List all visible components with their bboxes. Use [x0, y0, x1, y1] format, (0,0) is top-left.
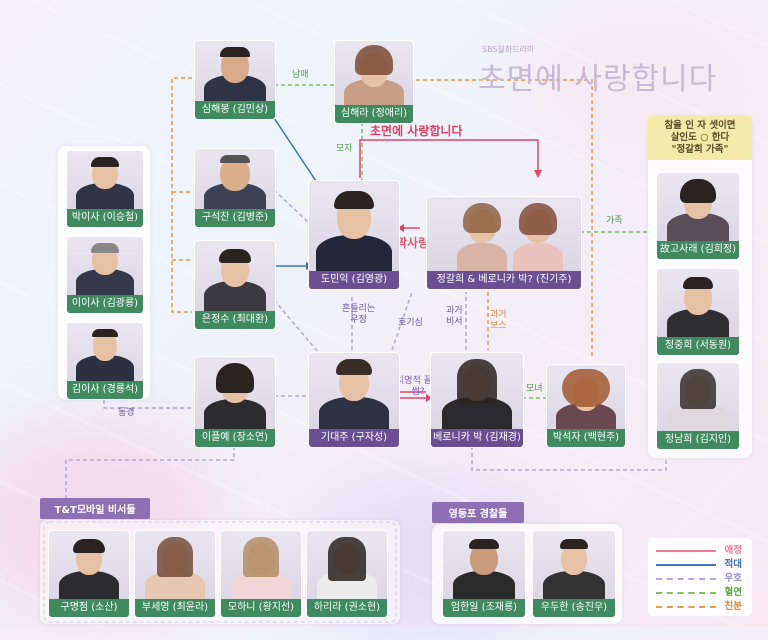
- curiosity-label: 호기심: [398, 318, 423, 328]
- character-card-park-seokja[interactable]: 박석자 (백현주): [546, 364, 626, 448]
- character-card-eom-hanil[interactable]: 엄한일 (조재룡): [442, 530, 526, 618]
- character-card-lee-isa[interactable]: 이이사 (김광룡): [66, 236, 144, 314]
- character-name: 이플예 (장소연): [195, 429, 275, 447]
- crush-label: 짝사랑: [396, 236, 430, 250]
- character-card-gu-myeongjeom[interactable]: 구명점 (소산): [48, 530, 130, 618]
- character-card-jeong-galhui[interactable]: 정갈희 & 베로니카 박? (진기주): [426, 196, 582, 290]
- character-card-bu-saeyeong[interactable]: 부세영 (최윤라): [134, 530, 216, 618]
- family-group-tag: 참을 인 자 셋이면 살인도 ○ 한다 "정갈희 가족": [648, 116, 752, 160]
- character-card-jeong-namhui[interactable]: 정남희 (김지인): [656, 362, 740, 450]
- character-name: 부세영 (최윤라): [135, 599, 215, 617]
- legend-item: 친분: [654, 600, 746, 614]
- ex-boss-label: 과거 보스: [490, 310, 507, 331]
- character-name: 은정수 (최대환): [195, 311, 275, 329]
- character-card-lee-pilrye[interactable]: 이플예 (장소연): [194, 356, 276, 448]
- character-name: 엄한일 (조재룡): [443, 599, 525, 617]
- character-name: 구명점 (소산): [49, 599, 129, 617]
- police-group-tag: 영등포 경찰들: [432, 502, 524, 523]
- character-name: 정갈희 & 베로니카 박? (진기주): [427, 271, 581, 289]
- character-name: 이이사 (김광룡): [67, 295, 143, 313]
- character-card-sim-haebong[interactable]: 심해봉 (김민상): [194, 40, 276, 120]
- character-name: 박이사 (이승철): [67, 209, 143, 227]
- mother-daughter-label: 모녀: [526, 384, 543, 394]
- character-name: 김이사 (경룡석): [67, 381, 143, 399]
- character-name: 도민익 (김영광): [309, 271, 399, 289]
- character-name: 구석찬 (김병준): [195, 209, 275, 227]
- legend: 애정 적대 우호 혈연 친분: [648, 538, 752, 616]
- character-card-do-mineok[interactable]: 도민익 (김영광): [308, 180, 400, 290]
- character-name: 심해봉 (김민상): [195, 101, 275, 119]
- network-label: SBS월화드라마: [482, 45, 535, 54]
- legend-item: 적대: [654, 558, 746, 572]
- character-name: 하리라 (권소현): [307, 599, 387, 617]
- character-name: 기대주 (구자성): [309, 429, 399, 447]
- mother-son-label: 모자: [336, 144, 353, 154]
- character-card-mo-hani[interactable]: 모하니 (황지선): [220, 530, 302, 618]
- character-name: 故고사래 (김희정): [657, 241, 739, 259]
- character-card-kim-isa[interactable]: 김이사 (경룡석): [66, 322, 144, 400]
- character-name: 정남희 (김지인): [657, 431, 739, 449]
- admiration-label: 동경: [118, 408, 135, 418]
- character-name: 정중희 (서동원): [657, 337, 739, 355]
- character-name: 박석자 (백현주): [547, 429, 625, 447]
- family-label: 가족: [606, 216, 623, 226]
- character-card-park-isa[interactable]: 박이사 (이승철): [66, 150, 144, 228]
- character-card-gu-seokchan[interactable]: 구석찬 (김병준): [194, 148, 276, 228]
- character-card-veronica[interactable]: 베로니카 박 (김재경): [430, 352, 524, 448]
- character-name: 심해라 (정애리): [335, 105, 413, 123]
- character-card-gi-daeju[interactable]: 기대주 (구자성): [308, 352, 400, 448]
- wavering-friendship-label: 흔들리는 우정: [342, 304, 376, 325]
- character-card-sim-haera[interactable]: 심해라 (정애리): [334, 40, 414, 124]
- character-card-ha-ria[interactable]: 하리라 (권소현): [306, 530, 388, 618]
- character-card-u-duhan[interactable]: 우두한 (송진우): [532, 530, 616, 618]
- legend-item: 혈연: [654, 586, 746, 600]
- show-title: 초면에 사랑합니다: [478, 62, 718, 97]
- character-name: 우두한 (송진우): [533, 599, 615, 617]
- legend-item: 애정: [654, 544, 746, 558]
- character-card-eun-jeongsu[interactable]: 은정수 (최대환): [194, 240, 276, 330]
- character-card-jeong-junghui[interactable]: 정중희 (서동원): [656, 268, 740, 356]
- character-name: 모하니 (황지선): [221, 599, 301, 617]
- ex-secretary-label: 과거 비서: [446, 306, 463, 327]
- character-name: 베로니카 박 (김재경): [431, 429, 523, 447]
- character-card-go-sarae[interactable]: 故고사래 (김희정): [656, 172, 740, 260]
- love-relation-label: 초면에 사랑합니다: [370, 124, 463, 138]
- siblings-label: 남매: [292, 70, 309, 80]
- legend-item: 우호: [654, 572, 746, 586]
- tnt-group-tag: T&T모바일 비서들: [40, 498, 150, 519]
